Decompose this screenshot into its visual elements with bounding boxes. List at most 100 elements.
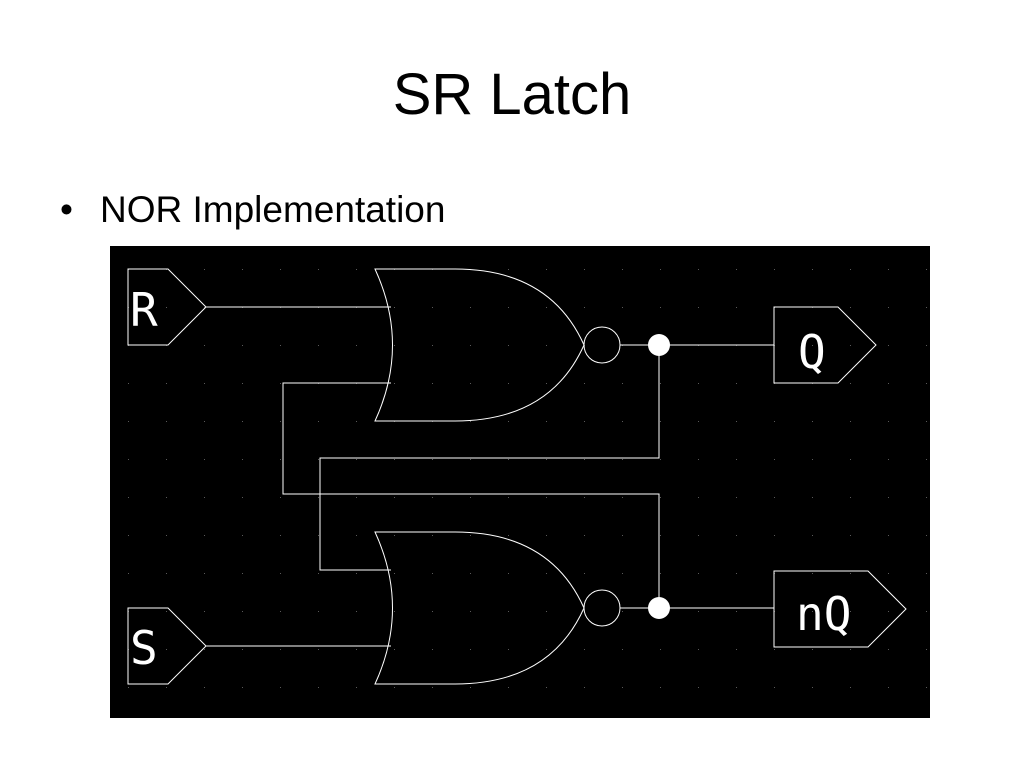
grid-dot — [736, 383, 737, 384]
grid-dot — [546, 497, 547, 498]
input-label-r: R — [130, 283, 158, 337]
grid-dot — [280, 535, 281, 536]
grid-dot — [280, 497, 281, 498]
grid-dot — [318, 269, 319, 270]
grid-dot — [356, 269, 357, 270]
grid-dot — [204, 611, 205, 612]
grid-dot — [242, 687, 243, 688]
grid-dot — [508, 573, 509, 574]
grid-dot — [926, 649, 927, 650]
grid-dot — [850, 497, 851, 498]
grid-dot — [660, 421, 661, 422]
grid-dot — [432, 649, 433, 650]
grid-dot — [546, 573, 547, 574]
nor-gate-bottom — [374, 531, 585, 685]
grid-dot — [432, 535, 433, 536]
grid-dot — [394, 459, 395, 460]
bullet-text: NOR Implementation — [100, 189, 446, 230]
grid-dot — [812, 649, 813, 650]
grid-dot — [470, 383, 471, 384]
grid-dot — [280, 269, 281, 270]
grid-dot — [660, 573, 661, 574]
grid-dot — [888, 649, 889, 650]
grid-dot — [546, 307, 547, 308]
grid-dot — [660, 649, 661, 650]
grid-dot — [394, 345, 395, 346]
grid-dot — [356, 421, 357, 422]
grid-dot — [128, 421, 129, 422]
grid-dot — [698, 269, 699, 270]
grid-dot — [660, 383, 661, 384]
grid-dot — [242, 611, 243, 612]
grid-dot — [280, 421, 281, 422]
grid-dot — [698, 421, 699, 422]
grid-dot — [356, 573, 357, 574]
grid-dot — [850, 649, 851, 650]
grid-dot — [394, 497, 395, 498]
grid-dot — [698, 649, 699, 650]
grid-dot — [812, 687, 813, 688]
grid-dot — [888, 687, 889, 688]
grid-dot — [280, 459, 281, 460]
grid-dot — [774, 535, 775, 536]
grid-dot — [280, 573, 281, 574]
grid-dot — [584, 307, 585, 308]
grid-dot — [318, 345, 319, 346]
grid-dot — [774, 421, 775, 422]
grid-dot — [812, 611, 813, 612]
grid-dot — [242, 345, 243, 346]
grid-dot — [356, 687, 357, 688]
grid-dot — [660, 459, 661, 460]
grid-dot — [546, 345, 547, 346]
grid-dot — [204, 649, 205, 650]
grid-dot — [128, 573, 129, 574]
grid-dot — [812, 497, 813, 498]
grid-dot — [888, 383, 889, 384]
output-pin-nq — [773, 570, 907, 648]
grid-dot — [850, 269, 851, 270]
grid-dot — [926, 459, 927, 460]
grid-dot — [394, 649, 395, 650]
grid-dot — [888, 535, 889, 536]
grid-dot — [698, 307, 699, 308]
grid-dot — [736, 573, 737, 574]
grid-dot — [812, 421, 813, 422]
grid-dot — [432, 497, 433, 498]
grid-dot — [546, 269, 547, 270]
grid-dot — [166, 497, 167, 498]
grid-dot — [318, 611, 319, 612]
grid-dot — [584, 269, 585, 270]
grid-dot — [546, 687, 547, 688]
grid-dot — [128, 383, 129, 384]
grid-dot — [622, 269, 623, 270]
grid-dot — [432, 307, 433, 308]
schematic-background — [110, 246, 930, 718]
grid-dot — [242, 573, 243, 574]
grid-dot — [166, 687, 167, 688]
grid-dot — [926, 611, 927, 612]
grid-dot — [774, 649, 775, 650]
grid-dot — [660, 269, 661, 270]
grid-dot — [698, 383, 699, 384]
grid-dot — [508, 611, 509, 612]
grid-dot — [356, 649, 357, 650]
grid-dot — [736, 611, 737, 612]
grid-dot — [850, 345, 851, 346]
grid-dot — [394, 573, 395, 574]
junction-dot-nq — [648, 597, 670, 619]
input-pin-s — [127, 607, 207, 685]
grid-dot — [622, 687, 623, 688]
grid-dot — [774, 459, 775, 460]
grid-dot — [584, 687, 585, 688]
grid-dot — [394, 611, 395, 612]
grid-dot — [584, 649, 585, 650]
output-label-q: Q — [798, 325, 826, 379]
grid-dot — [394, 687, 395, 688]
grid-dot — [394, 535, 395, 536]
grid-dot — [736, 535, 737, 536]
grid-dot — [812, 573, 813, 574]
bullet-item: •NOR Implementation — [60, 188, 445, 232]
grid-dot — [850, 421, 851, 422]
grid-dot — [660, 687, 661, 688]
grid-dot — [280, 649, 281, 650]
